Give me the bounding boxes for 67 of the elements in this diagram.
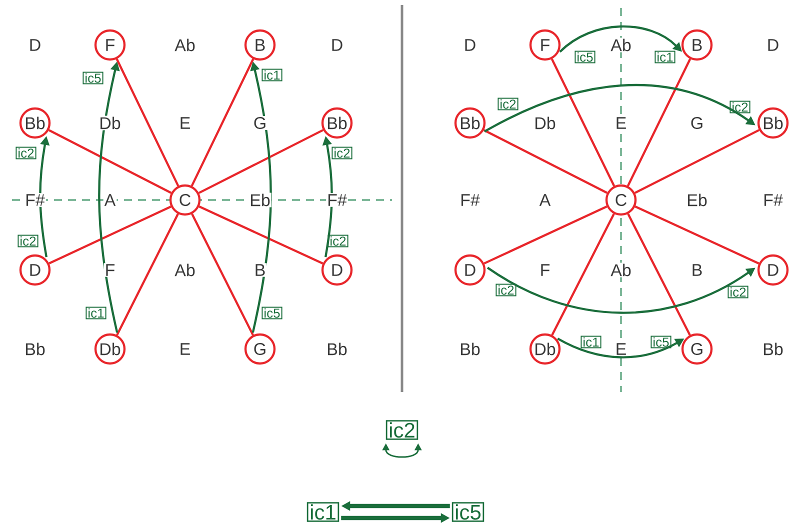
line bbox=[116, 58, 180, 186]
note-label: A bbox=[538, 193, 552, 207]
interval-tag: ic2 bbox=[730, 100, 750, 114]
note-label: E bbox=[178, 116, 192, 130]
line bbox=[483, 129, 608, 194]
interval-tag: ic2 bbox=[328, 234, 348, 248]
interval-tag: ic5 bbox=[452, 502, 484, 522]
interval-tag: ic2 bbox=[16, 146, 36, 160]
note-label: Db bbox=[98, 116, 122, 130]
line bbox=[551, 213, 615, 336]
interval-tag: ic2 bbox=[498, 98, 518, 110]
line bbox=[198, 206, 324, 264]
note-label: F# bbox=[459, 193, 481, 207]
note-label: F# bbox=[24, 193, 46, 207]
note-label: F# bbox=[326, 193, 348, 207]
note-label: E bbox=[614, 342, 628, 356]
line bbox=[48, 129, 172, 194]
note-label: G bbox=[689, 116, 705, 130]
note-label: Ab bbox=[174, 38, 196, 52]
note-label: Bb bbox=[762, 342, 784, 356]
line bbox=[484, 206, 608, 264]
interval-tag: ic2 bbox=[496, 284, 516, 296]
line bbox=[627, 213, 691, 336]
line bbox=[191, 213, 254, 336]
interval-tag: ic1 bbox=[306, 502, 340, 522]
interval-tag: ic1 bbox=[654, 50, 676, 64]
interval-tag: ic2 bbox=[18, 234, 38, 248]
note-label: D bbox=[28, 38, 42, 52]
note-label: E bbox=[614, 116, 628, 130]
note-label: Ab bbox=[610, 38, 632, 52]
line bbox=[550, 58, 616, 186]
note-label: Db bbox=[533, 116, 557, 130]
note-label: B bbox=[690, 263, 704, 277]
interval-tag: ic2 bbox=[332, 146, 352, 160]
note-label: A bbox=[103, 193, 117, 207]
note-label: D bbox=[462, 38, 478, 52]
interval-tag: ic1 bbox=[262, 68, 282, 82]
note-label: Ab bbox=[610, 262, 632, 278]
line bbox=[634, 206, 760, 264]
note-label: Bb bbox=[326, 342, 348, 356]
interval-tag: ic2 bbox=[728, 286, 748, 298]
line bbox=[626, 58, 692, 186]
note-label: Bb bbox=[458, 342, 482, 356]
line bbox=[634, 129, 760, 194]
line bbox=[116, 213, 179, 336]
interval-tag: ic5 bbox=[262, 306, 282, 320]
line bbox=[198, 129, 324, 194]
note-label: Bb bbox=[24, 342, 46, 356]
interval-tag: ic5 bbox=[82, 72, 104, 84]
note-label: Ab bbox=[174, 262, 196, 278]
note-label: F bbox=[104, 263, 116, 277]
interval-tag: ic2 bbox=[386, 420, 418, 440]
note-label: F# bbox=[762, 193, 784, 207]
note-label: D bbox=[330, 38, 344, 52]
note-label: B bbox=[253, 263, 267, 277]
line bbox=[190, 58, 254, 186]
note-label: F bbox=[538, 263, 552, 277]
interval-tag: ic1 bbox=[580, 336, 602, 348]
note-label: E bbox=[178, 342, 192, 356]
interval-tag: ic1 bbox=[86, 306, 106, 320]
note-label: Eb bbox=[248, 192, 272, 208]
note-label: D bbox=[766, 38, 780, 52]
note-label: G bbox=[252, 116, 268, 130]
interval-tag: ic5 bbox=[650, 336, 672, 348]
interval-tag: ic5 bbox=[574, 50, 596, 64]
line bbox=[48, 206, 172, 264]
note-label: Eb bbox=[686, 192, 708, 208]
